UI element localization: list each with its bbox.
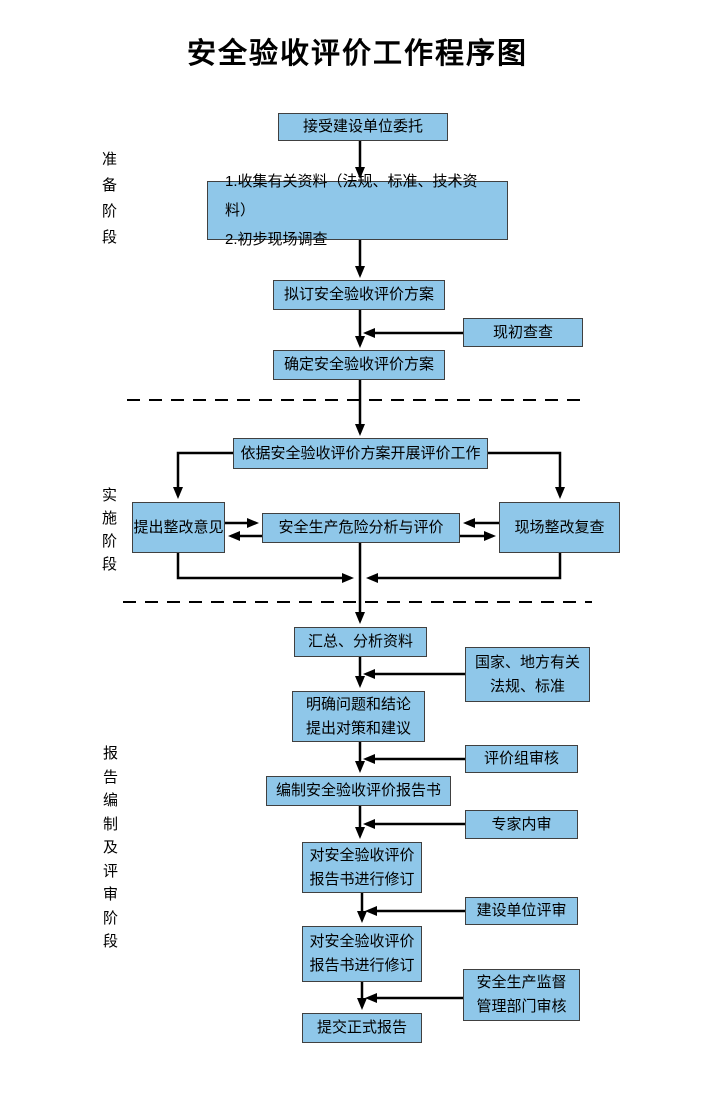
flow-box-carry-out-evaluation: 依据安全验收评价方案开展评价工作 (233, 438, 488, 469)
phase-label-preparation: 准备阶段 (101, 151, 117, 246)
side-box-safety-supervision-review: 安全生产监督 管理部门审核 (463, 969, 580, 1021)
flow-box-draft-evaluation-plan: 拟订安全验收评价方案 (273, 280, 445, 310)
diagram-title: 安全验收评价工作程序图 (186, 38, 528, 70)
flow-box-compile-evaluation-report: 编制安全验收评价报告书 (266, 776, 451, 806)
flow-box-revise-report-1: 对安全验收评价 报告书进行修订 (302, 842, 422, 893)
flow-box-revise-report-2: 对安全验收评价 报告书进行修订 (302, 926, 422, 982)
side-box-expert-internal-review: 专家内审 (465, 810, 578, 839)
flow-box-clarify-issues-conclusions: 明确问题和结论 提出对策和建议 (292, 691, 425, 742)
flow-box-risk-analysis-evaluation: 安全生产危险分析与评价 (262, 513, 460, 543)
phase-label-implementation: 实施阶段 (101, 487, 117, 573)
side-box-client-unit-review: 建设单位评审 (465, 897, 578, 925)
side-box-national-local-regulations: 国家、地方有关 法规、标准 (465, 647, 590, 702)
phase-label-reporting: 报告编制及评审阶段 (102, 745, 118, 950)
side-box-initial-site-check: 现初查查 (463, 318, 583, 347)
flow-box-summarize-analyze-materials: 汇总、分析资料 (294, 627, 427, 657)
flow-box-submit-final-report: 提交正式报告 (302, 1013, 422, 1043)
flow-arrows (173, 141, 565, 1010)
flow-box-confirm-evaluation-plan: 确定安全验收评价方案 (273, 350, 445, 380)
flow-box-accept-commission: 接受建设单位委托 (278, 113, 448, 141)
side-box-evaluation-group-review: 评价组审核 (465, 745, 578, 773)
flow-box-collect-materials: 1.收集有关资料（法规、标准、技术资料） 2.初步现场调查 (207, 173, 508, 248)
flow-box-site-rectification-recheck: 现场整改复查 (499, 502, 620, 553)
flow-box-propose-rectification: 提出整改意见 (132, 502, 225, 553)
